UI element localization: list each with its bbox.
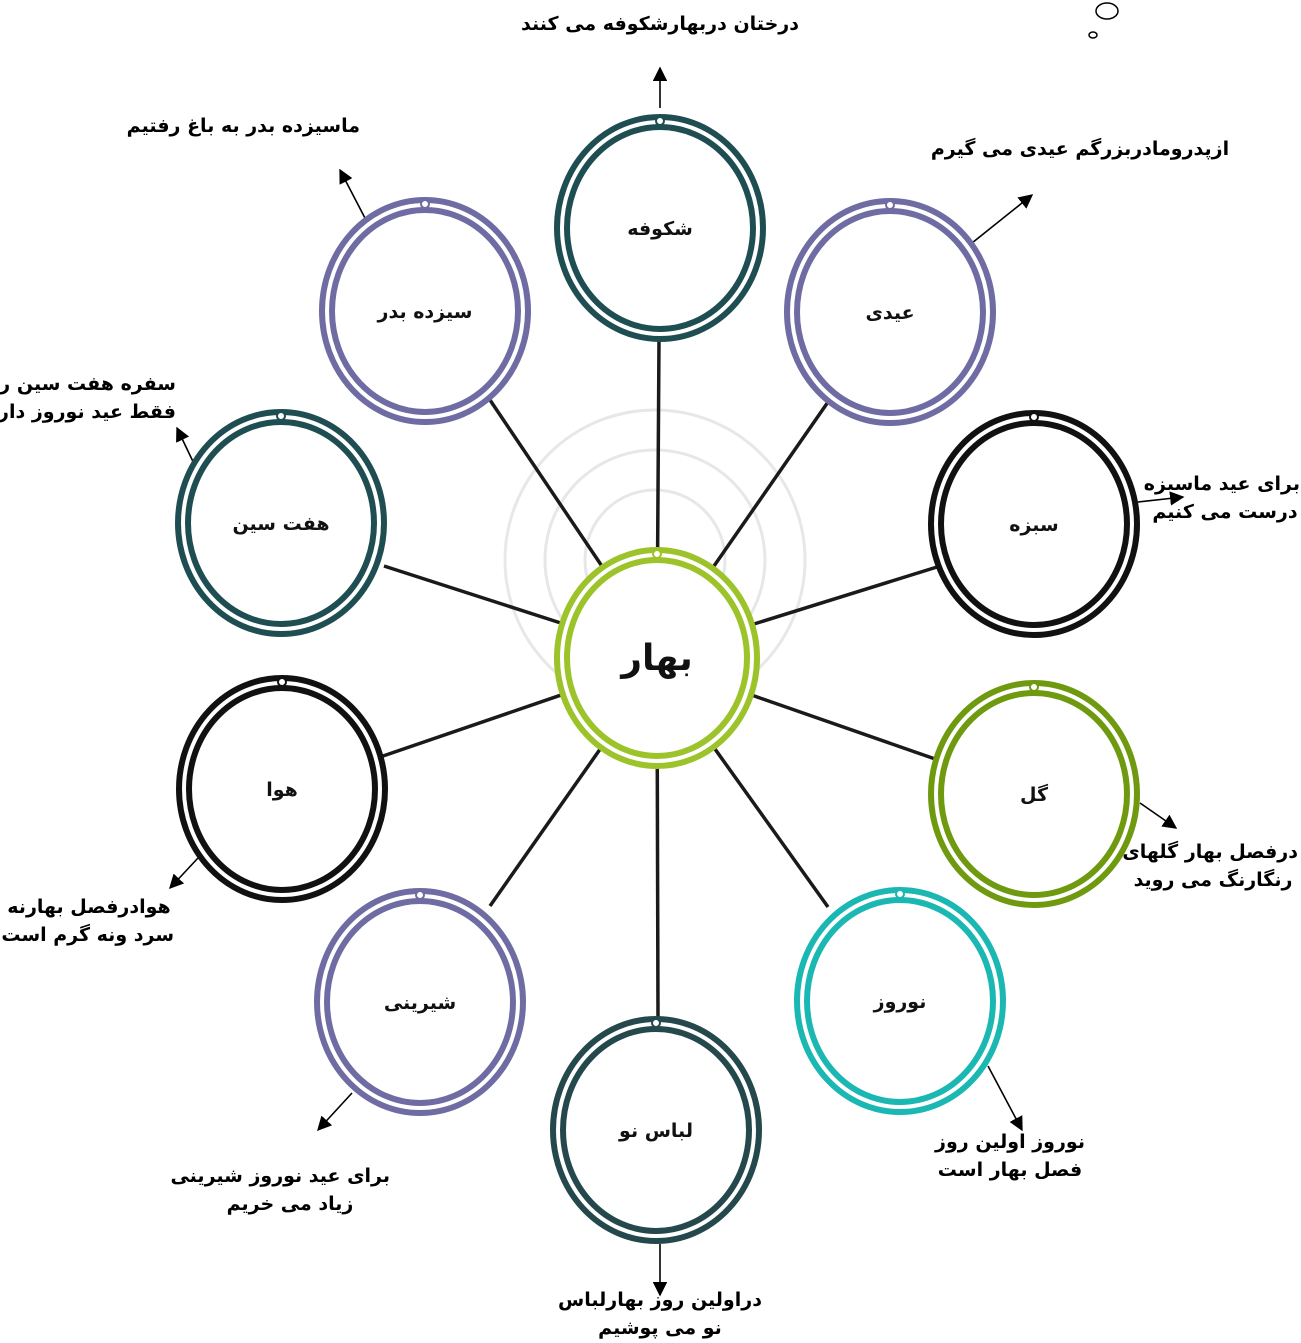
note-sizdah-bedar: ماسیزده بدر به باغ رفتیم <box>126 112 360 140</box>
note-line: دراولین روز بهارلباس <box>558 1289 762 1311</box>
note-line: نوروز اولین روز <box>935 1131 1085 1153</box>
connector-hava <box>382 693 562 758</box>
note-line: برای عید نوروز شیرینی <box>170 1165 390 1187</box>
note-line: فقط عید نوروز داریم <box>0 401 176 423</box>
center-circle: بهار <box>554 547 760 769</box>
node-circle-gol: گل <box>928 680 1140 908</box>
center-label: بهار <box>619 638 693 679</box>
connector-lebas-no <box>655 767 660 1020</box>
note-line: رنگارنگ می روید <box>1133 869 1293 891</box>
node-circle-sabzeh: سبزه <box>928 410 1140 638</box>
connector-sizdah-bedar <box>488 399 604 567</box>
node-circle-sizdah-bedar: سیزده بدر <box>319 197 531 425</box>
note-eidi: ازپدرومادربزرگم عیدی می گیرم <box>930 135 1230 163</box>
connector-gol <box>752 693 939 762</box>
node-circle-eidi: عیدی <box>784 198 996 426</box>
arrow-gol <box>1139 802 1178 829</box>
note-line: سفره هفت سین را <box>0 373 176 395</box>
note-line: زیاد می خریم <box>226 1193 354 1215</box>
connector-shokoufeh <box>655 338 661 549</box>
note-shokoufeh: درختان دربهارشکوفه می کنند <box>500 10 820 38</box>
node-circle-haft-sin: هفت سین <box>175 409 387 637</box>
arrow-eidi <box>971 194 1034 244</box>
bubble-decoration <box>1088 31 1098 39</box>
note-gol: درفصل بهار گلهای رنگارنگ می روید <box>1122 838 1298 894</box>
node-label-eidi: عیدی <box>865 302 914 324</box>
node-label-nowruz: نوروز <box>873 991 927 1013</box>
node-label-sizdah-bedar: سیزده بدر <box>377 301 473 323</box>
node-label-gol: گل <box>1020 783 1049 806</box>
note-line: ازپدرومادربزرگم عیدی می گیرم <box>930 138 1230 160</box>
arrow-nowruz <box>987 1065 1023 1132</box>
node-circle-hava: هوا <box>176 675 388 903</box>
note-line: برای عید ماسبزه <box>1143 473 1300 495</box>
bubble-decoration <box>1095 2 1119 20</box>
connector-shirini <box>488 748 602 908</box>
note-line: سرد ونه گرم است <box>1 924 174 946</box>
note-line: درختان دربهارشکوفه می کنند <box>521 13 799 35</box>
connector-nowruz <box>713 747 830 909</box>
node-circle-lebas-no: لباس نو <box>550 1016 762 1244</box>
note-sabzeh: برای عید ماسبزه درست می کنیم <box>1143 470 1300 526</box>
note-lebas-no: دراولین روز بهارلباس نو می پوشیم <box>545 1286 775 1342</box>
node-label-shirini: شیرینی <box>384 992 456 1014</box>
note-line: ماسیزده بدر به باغ رفتیم <box>126 115 360 137</box>
connector-haft-sin <box>383 564 561 625</box>
note-hava: هوادرفصل بهارنه سرد ونه گرم است <box>1 893 174 949</box>
note-shirini: برای عید نوروز شیرینی زیاد می خریم <box>170 1162 390 1218</box>
note-line: درفصل بهار گلهای <box>1122 841 1298 863</box>
node-label-sabzeh: سبزه <box>1009 514 1058 536</box>
note-line: درست می کنیم <box>1152 501 1298 523</box>
node-label-hava: هوا <box>266 779 298 801</box>
node-label-shokoufeh: شکوفه <box>627 218 693 240</box>
node-label-haft-sin: هفت سین <box>232 513 329 535</box>
arrow-shirini <box>317 1092 353 1132</box>
note-line: نو می پوشیم <box>598 1317 722 1339</box>
node-circle-shirini: شیرینی <box>314 888 526 1116</box>
connector-eidi <box>712 401 830 568</box>
node-label-lebas-no: لباس نو <box>618 1120 693 1142</box>
arrow-sizdah-bedar <box>339 168 367 221</box>
node-circle-nowruz: نوروز <box>794 887 1006 1115</box>
note-line: فصل بهار است <box>937 1159 1083 1181</box>
arrow-sabzeh <box>1137 491 1185 506</box>
note-haft-sin: سفره هفت سین را فقط عید نوروز داریم <box>0 370 176 426</box>
node-circle-shokoufeh: شکوفه <box>554 114 766 342</box>
connector-sabzeh <box>753 565 938 626</box>
note-nowruz: نوروز اولین روز فصل بهار است <box>910 1128 1110 1184</box>
note-line: هوادرفصل بهارنه <box>7 896 171 918</box>
